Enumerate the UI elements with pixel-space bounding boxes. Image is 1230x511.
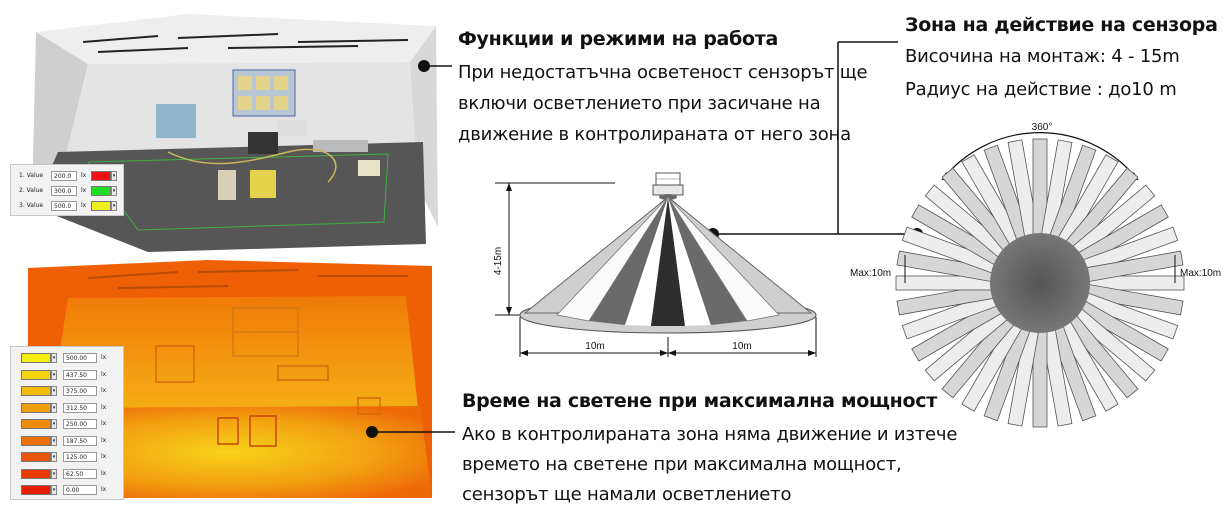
lux-row-bottom: ▾ 312.50 lx [11, 401, 123, 415]
row-label: 3. Value [19, 202, 44, 209]
unit-label: lx [81, 202, 87, 209]
chevron-down-icon[interactable]: ▾ [51, 435, 57, 446]
unit-label: lx [101, 403, 107, 411]
unit-label: lx [101, 469, 107, 477]
time-title: Време на светене при максимална мощност [462, 390, 937, 412]
color-swatch[interactable] [21, 452, 51, 462]
marker-dot-time [366, 426, 378, 438]
height-dimension-label: 4-15m [493, 247, 504, 275]
lux-row-bottom: ▾ 125.00 lx [11, 450, 123, 464]
color-swatch[interactable] [21, 468, 51, 479]
zone-title: Зона на действие на сензора [905, 14, 1218, 36]
color-swatch[interactable] [91, 186, 111, 196]
warehouse-render-top [32, 14, 438, 252]
left-max-label: Max:10m [850, 268, 891, 279]
lux-row-bottom: ▾ 62.50 lx [11, 467, 123, 481]
color-swatch[interactable] [21, 435, 51, 446]
chevron-down-icon[interactable]: ▾ [51, 369, 57, 380]
lux-row-bottom: ▾ 250.00 lx [11, 417, 123, 431]
lux-value-field[interactable]: 500.0 [51, 201, 77, 211]
lux-value-field[interactable]: 300.0 [51, 186, 77, 196]
left-radius-label: 10m [585, 341, 604, 352]
lux-value-field[interactable]: 375.00 [63, 386, 97, 396]
chevron-down-icon[interactable]: ▾ [51, 386, 57, 396]
functions-title: Функции и режими на работа [458, 28, 779, 50]
unit-label: lx [101, 387, 107, 394]
lux-value-field[interactable]: 250.00 [63, 419, 97, 429]
zone-line-1: Височина на монтаж: 4 - 15m [905, 46, 1180, 67]
chevron-down-icon[interactable]: ▾ [111, 186, 117, 196]
row-label: 1. Value [19, 172, 44, 179]
lux-row-top: 2. Value 300.0 lx ▾ [11, 184, 123, 198]
unit-label: lx [101, 354, 107, 361]
lux-value-field[interactable]: 62.50 [63, 468, 97, 479]
row-label: 2. Value [19, 187, 44, 194]
lux-value-field[interactable]: 187.50 [63, 435, 97, 446]
right-max-label: Max:10m [1180, 268, 1221, 279]
sensor-cone-diagram: 4-15m 10m 10m [493, 172, 817, 357]
unit-label: lx [81, 187, 87, 194]
chevron-down-icon[interactable]: ▾ [111, 201, 117, 211]
right-radius-label: 10m [732, 341, 751, 352]
chevron-down-icon[interactable]: ▾ [111, 171, 117, 181]
time-line-1: Ако в контролираната зона няма движение … [462, 424, 958, 445]
chevron-down-icon[interactable]: ▾ [51, 468, 57, 479]
lux-row-bottom: ▾ 187.50 lx [11, 434, 123, 448]
color-swatch[interactable] [91, 171, 111, 181]
unit-label: lx [101, 420, 107, 427]
color-swatch[interactable] [21, 402, 51, 413]
functions-line-1: При недостатъчна осветеност сензорът ще [458, 62, 868, 83]
chevron-down-icon[interactable]: ▾ [51, 485, 57, 495]
lux-value-field[interactable]: 0.00 [63, 485, 97, 495]
lux-row-top: 1. Value 200.0 lx ▾ [11, 169, 123, 183]
lux-value-field[interactable]: 437.50 [63, 369, 97, 380]
functions-line-2: включи осветлението при засичане на [458, 93, 821, 114]
functions-line-3: движение в контролираната от него зона [458, 124, 851, 145]
lux-value-field[interactable]: 312.50 [63, 402, 97, 413]
lux-row-bottom: ▾ 500.00 lx [11, 351, 123, 365]
chevron-down-icon[interactable]: ▾ [51, 402, 57, 413]
zone-line-2: Радиус на действие : до10 m [905, 79, 1177, 100]
time-line-3: сензорът ще намали осветлението [462, 484, 792, 505]
chevron-down-icon[interactable]: ▾ [51, 419, 57, 429]
unit-label: lx [101, 436, 107, 444]
lux-row-bottom: ▾ 375.00 lx [11, 384, 123, 398]
detection-beams [895, 138, 1185, 428]
unit-label: lx [101, 370, 107, 378]
unit-label: lx [101, 486, 107, 493]
unit-label: lx [81, 172, 87, 179]
color-swatch[interactable] [21, 369, 51, 380]
color-swatch[interactable] [21, 419, 51, 429]
color-swatch[interactable] [21, 386, 51, 396]
lux-row-top: 3. Value 500.0 lx ▾ [11, 199, 123, 213]
lux-value-field[interactable]: 500.00 [63, 353, 97, 363]
color-swatch[interactable] [21, 353, 51, 363]
color-swatch[interactable] [21, 485, 51, 495]
unit-label: lx [101, 453, 107, 460]
chevron-down-icon[interactable]: ▾ [51, 353, 57, 363]
lux-legend-bottom: ▾ 500.00 lx ▾ 437.50 lx ▾ 375.00 lx ▾ 312.50 lx ▾ 250… [10, 346, 124, 500]
lux-row-bottom: ▾ 437.50 lx [11, 368, 123, 382]
warehouse-heatmap-render [28, 260, 432, 498]
lux-value-field[interactable]: 200.0 [51, 171, 77, 181]
marker-dot-functions [418, 60, 430, 72]
angle-label: 360° [1032, 122, 1053, 133]
color-swatch[interactable] [91, 201, 111, 211]
time-line-2: времето на светене при максимална мощнос… [462, 454, 902, 475]
sensor-radial-diagram: 360° Max:10m Max:10m [850, 122, 1221, 428]
chevron-down-icon[interactable]: ▾ [51, 452, 57, 462]
lux-value-field[interactable]: 125.00 [63, 452, 97, 462]
lux-row-bottom: ▾ 0.00 lx [11, 483, 123, 497]
